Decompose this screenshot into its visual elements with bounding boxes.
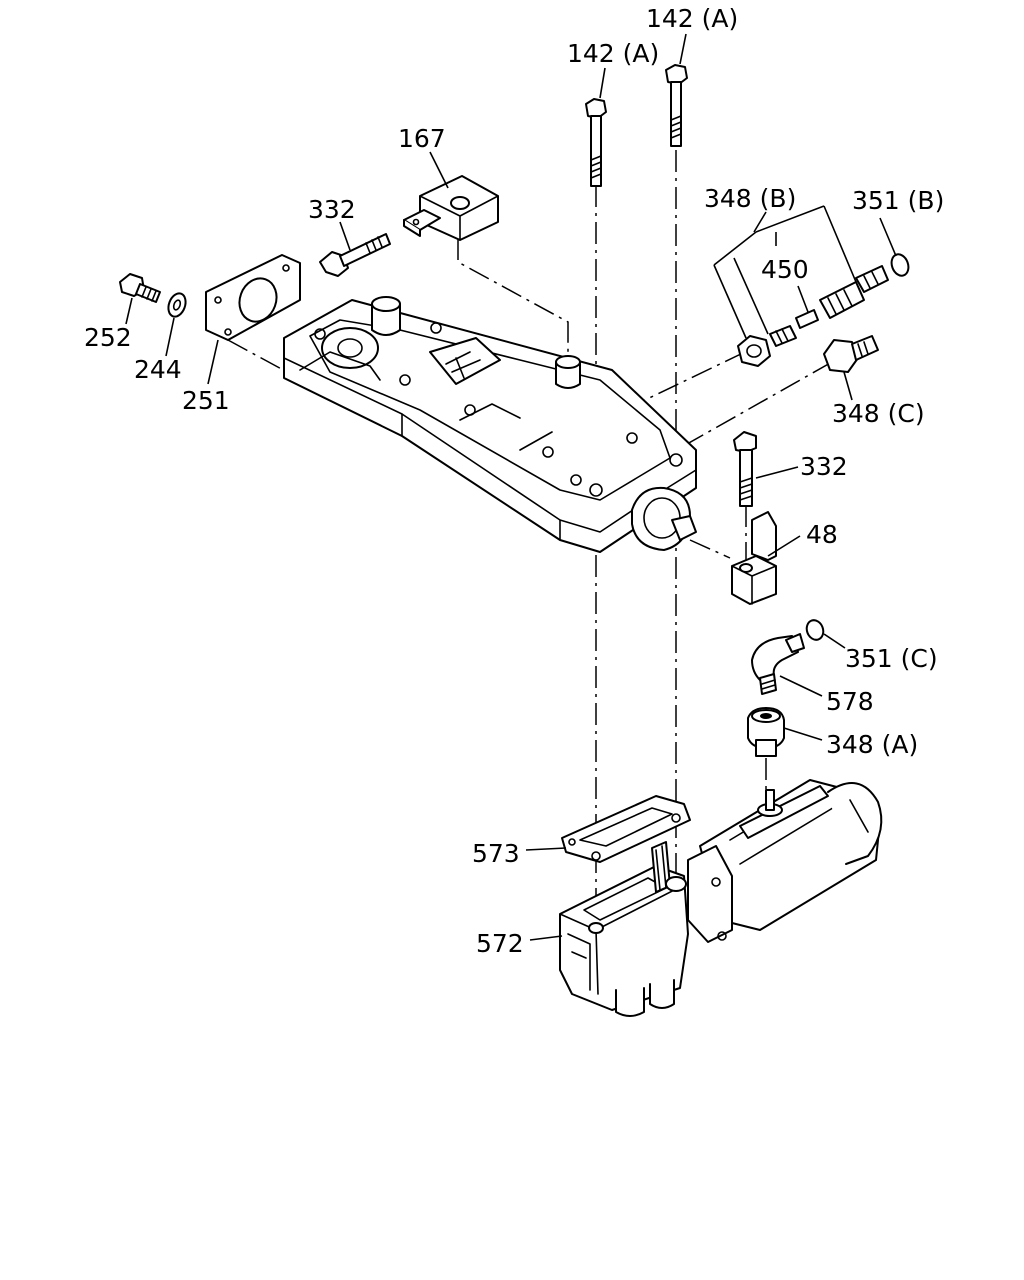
callout-450: 450 xyxy=(761,255,809,284)
bracket-48 xyxy=(731,511,777,605)
valve-body-housing xyxy=(283,296,697,553)
washer-244 xyxy=(167,292,187,318)
gasket-573 xyxy=(561,795,691,863)
callout-142a-top: 142 (A) xyxy=(646,4,738,33)
bolt-252 xyxy=(119,273,161,303)
nut-348b xyxy=(737,335,771,367)
callout-351c: 351 (C) xyxy=(845,644,938,673)
callout-251: 251 xyxy=(182,386,230,415)
bolt-332-top xyxy=(319,233,391,277)
callout-348c: 348 (C) xyxy=(832,399,925,428)
gasket-251 xyxy=(205,254,301,341)
sensor-167 xyxy=(403,175,499,241)
assembly-guide-lines xyxy=(227,150,833,930)
fitting-348a xyxy=(747,707,785,757)
bolt-332-right xyxy=(733,431,757,507)
bolt-142a-left xyxy=(585,98,607,187)
fitting-348c xyxy=(823,335,879,373)
actuator-cylinder xyxy=(687,779,883,943)
callout-351b: 351 (B) xyxy=(852,186,944,215)
washer-351b xyxy=(890,253,910,277)
callout-167: 167 xyxy=(398,124,446,153)
callout-578: 578 xyxy=(826,687,874,716)
callout-332-right: 332 xyxy=(800,452,848,481)
spring-450 xyxy=(769,309,819,347)
elbow-fitting-578 xyxy=(751,633,805,695)
leader-lines xyxy=(125,33,897,941)
callout-573: 573 xyxy=(472,839,520,868)
callout-252: 252 xyxy=(84,323,132,352)
callout-labels: 142 (A) 142 (A) 167 332 348 (B) 351 (B) … xyxy=(84,4,944,958)
callout-244: 244 xyxy=(134,355,182,384)
fitting-351b-connector xyxy=(819,265,889,319)
callout-348b: 348 (B) xyxy=(704,184,796,213)
callout-348a: 348 (A) xyxy=(826,730,918,759)
washer-351c xyxy=(805,619,825,641)
callout-332-top: 332 xyxy=(308,195,356,224)
valve-body-572 xyxy=(559,841,689,1017)
bolt-142a-right xyxy=(665,64,688,147)
callout-142a-left: 142 (A) xyxy=(567,39,659,68)
callout-572: 572 xyxy=(476,929,524,958)
callout-48: 48 xyxy=(806,520,838,549)
